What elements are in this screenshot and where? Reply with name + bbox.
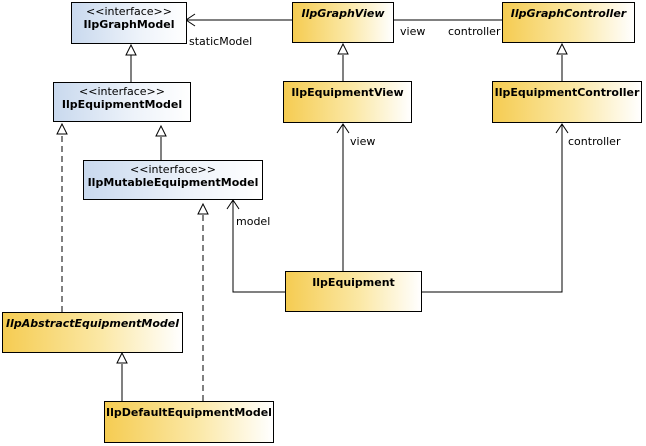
stereotype-label: <<interface>> — [79, 85, 165, 98]
node-name: IlpMutableEquipmentModel — [87, 176, 259, 189]
label-view-mid: view — [350, 135, 376, 148]
label-model: model — [236, 215, 271, 228]
node-name: IlpEquipmentView — [291, 86, 404, 99]
node-mutable-equipment-model[interactable]: <<interface>> IlpMutableEquipmentModel — [83, 160, 263, 200]
real-arrow-mutable — [197, 202, 209, 215]
gen-arrow-graphmodel — [125, 43, 137, 56]
gen-arrow-abstract — [116, 351, 128, 364]
label-controller-mid: controller — [568, 135, 621, 148]
node-name: IlpGraphController — [510, 7, 627, 20]
node-abstract-equipment-model[interactable]: IlpAbstractEquipmentModel — [2, 312, 183, 353]
node-graph-view[interactable]: IlpGraphView — [292, 2, 394, 43]
assoc-equipment-model — [232, 200, 285, 293]
real-arrow-equipmentmodel — [56, 122, 68, 135]
assoc-equipment-controller — [422, 124, 563, 293]
node-name: IlpEquipment — [312, 276, 395, 289]
label-static-model: staticModel — [189, 35, 253, 48]
node-name: IlpGraphView — [301, 7, 385, 20]
assoc-equipment-controller-arrowhead — [555, 123, 569, 134]
assoc-equipment-model-arrowhead — [226, 199, 240, 210]
node-graph-model[interactable]: <<interface>> IlpGraphModel — [71, 2, 187, 44]
gen-arrow-graphcontroller — [556, 42, 568, 55]
node-name: IlpDefaultEquipmentModel — [106, 406, 272, 419]
gen-arrow-graphview — [337, 42, 349, 55]
node-name: IlpEquipmentModel — [61, 98, 183, 111]
node-equipment[interactable]: IlpEquipment — [285, 271, 422, 312]
node-equipment-view[interactable]: IlpEquipmentView — [283, 81, 412, 123]
stereotype-label: <<interface>> — [130, 163, 216, 176]
node-name: IlpGraphModel — [83, 18, 175, 31]
label-controller-top: controller — [448, 25, 501, 38]
node-default-equipment-model[interactable]: IlpDefaultEquipmentModel — [104, 401, 274, 443]
node-graph-controller[interactable]: IlpGraphController — [502, 2, 635, 43]
node-equipment-controller[interactable]: IlpEquipmentController — [492, 81, 642, 123]
assoc-equipment-view-arrowhead — [336, 123, 350, 134]
gen-arrow-equipmentmodel — [155, 124, 167, 137]
node-name: IlpEquipmentController — [494, 86, 640, 99]
node-equipment-model[interactable]: <<interface>> IlpEquipmentModel — [53, 82, 191, 122]
stereotype-label: <<interface>> — [86, 5, 172, 18]
node-name: IlpAbstractEquipmentModel — [5, 317, 180, 330]
label-view-top: view — [400, 25, 426, 38]
